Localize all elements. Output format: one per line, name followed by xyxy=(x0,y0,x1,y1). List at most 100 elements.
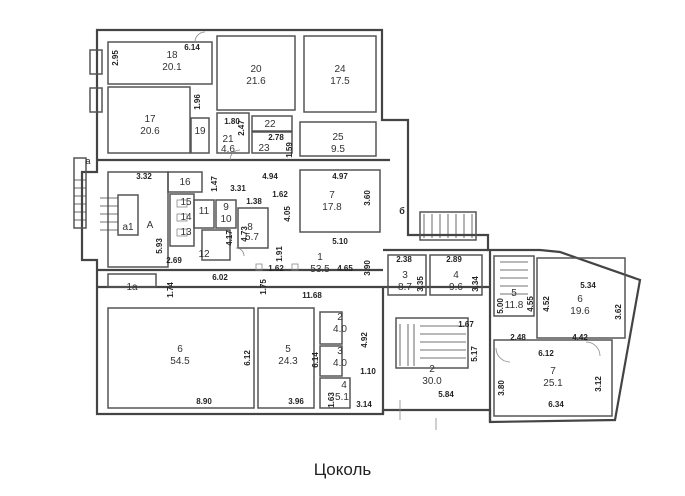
room-number: 2 xyxy=(337,312,343,323)
room-labels: 18 20.1 20 21.6 24 17.5 17 20.6 19 21 4.… xyxy=(122,50,590,403)
dimension-label: 4.55 xyxy=(526,296,535,312)
room-number: 19 xyxy=(194,126,206,137)
dimension-label: 2.89 xyxy=(446,255,462,264)
dimension-label: 3.34 xyxy=(471,276,480,292)
dimension-label: 1.80 xyxy=(224,117,240,126)
dimension-label: 1.74 xyxy=(166,282,175,298)
dimension-label: 3.14 xyxy=(356,400,372,409)
zone-label-a: a xyxy=(85,156,90,166)
dimension-label: 4.52 xyxy=(542,296,551,312)
dimension-label: 5.10 xyxy=(332,237,348,246)
room-number: 12 xyxy=(198,249,210,260)
dimension-label: 6.14 xyxy=(184,43,200,52)
dimension-label: 2.47 xyxy=(237,120,246,136)
room-number: 21 xyxy=(222,134,234,145)
dimension-label: 6.14 xyxy=(311,352,320,368)
dimension-label: 2.95 xyxy=(111,50,120,66)
dimension-label: 4.94 xyxy=(262,172,278,181)
room-number: 7 xyxy=(550,366,556,377)
stairs xyxy=(74,179,528,366)
dimension-label: 3.60 xyxy=(363,190,372,206)
dimension-label: 5.34 xyxy=(580,281,596,290)
room-number: 7 xyxy=(329,190,335,201)
room-area: 5.1 xyxy=(335,392,349,403)
room-area: 17.5 xyxy=(330,76,350,87)
dimension-label: 2.38 xyxy=(396,255,412,264)
dimension-label: 4.42 xyxy=(572,333,588,342)
dimension-label: 5.17 xyxy=(470,346,479,362)
room-area: 11.8 xyxy=(505,300,524,311)
room-number: a1 xyxy=(122,222,134,233)
room-number: A xyxy=(147,220,154,231)
room-number: 6 xyxy=(177,344,183,355)
room-area: 9.6 xyxy=(449,282,463,293)
dimension-label: 1.96 xyxy=(193,94,202,110)
dimension-label: 1.91 xyxy=(275,246,284,262)
outer-walls xyxy=(80,28,642,424)
room-area: 8.7 xyxy=(398,282,412,293)
room-number: 17 xyxy=(144,114,156,125)
room-number: 10 xyxy=(220,214,232,225)
room-number: 9 xyxy=(223,202,229,213)
dimension-label: 5.93 xyxy=(155,238,164,254)
dimension-label: 11.68 xyxy=(302,291,322,300)
room-area: 21.6 xyxy=(246,76,266,87)
room-area: 4.0 xyxy=(333,324,347,335)
dimension-label: 2.69 xyxy=(166,256,182,265)
room-area: 54.5 xyxy=(170,356,190,367)
dimension-label: 1.62 xyxy=(272,190,288,199)
room-area: 9.5 xyxy=(331,144,345,155)
room-number: 25 xyxy=(332,132,344,143)
zone-labels: a б xyxy=(85,156,405,216)
dimension-label: 2.48 xyxy=(510,333,526,342)
room-area: 19.6 xyxy=(570,306,590,317)
room-number: 16 xyxy=(179,177,191,188)
room-number: 14 xyxy=(180,212,192,223)
interior-walls xyxy=(73,35,626,417)
dimension-label: 3.32 xyxy=(136,172,152,181)
dimension-label: 4.17 xyxy=(225,230,234,246)
dimension-label: 5.00 xyxy=(496,298,505,314)
dimension-label: 1.59 xyxy=(285,142,294,158)
room-number: 1a xyxy=(126,282,138,293)
dimension-label: 1.75 xyxy=(259,279,268,295)
room-area: 24.3 xyxy=(278,356,298,367)
dimension-label: 1.63 xyxy=(327,392,336,408)
dimension-label: 6.02 xyxy=(212,273,228,282)
dimension-label: 3.31 xyxy=(230,184,246,193)
dimension-label: 4.65 xyxy=(337,264,353,273)
room-area: 5.7 xyxy=(245,232,259,243)
dimension-labels: 2.95 6.14 1.96 1.80 2.47 2.78 1.59 3.32 … xyxy=(111,43,623,409)
room-number: 20 xyxy=(250,64,262,75)
dimension-label: 4.97 xyxy=(332,172,348,181)
room-number: 11 xyxy=(199,206,210,217)
room-number: 24 xyxy=(334,64,346,75)
room-number: 15 xyxy=(180,197,192,208)
zone-label-b: б xyxy=(399,206,405,216)
room-number: 3 xyxy=(402,270,408,281)
room-number: 4 xyxy=(453,270,459,281)
room-number: 4 xyxy=(341,380,347,391)
room-number: 22 xyxy=(264,119,276,130)
dimension-label: 1.10 xyxy=(360,367,376,376)
dimension-label: 8.90 xyxy=(196,397,212,406)
dimension-label: 3.96 xyxy=(288,397,304,406)
dimension-label: 3.62 xyxy=(614,304,623,320)
dimension-label: 6.34 xyxy=(548,400,564,409)
dimension-label: 6.12 xyxy=(243,350,252,366)
dimension-label: 1.47 xyxy=(210,176,219,192)
room-number: 18 xyxy=(166,50,178,61)
dimension-label: 1.62 xyxy=(268,264,284,273)
door-marks xyxy=(176,31,601,430)
dimension-label: 4.92 xyxy=(360,332,369,348)
dimension-label: 3.12 xyxy=(594,376,603,392)
room-number: 6 xyxy=(577,294,583,305)
dimension-label: 4.05 xyxy=(283,206,292,222)
room-area: 20.6 xyxy=(140,126,160,137)
room-number: 13 xyxy=(180,227,192,238)
dimension-label: 5.84 xyxy=(438,390,454,399)
dimension-label: 3.35 xyxy=(416,276,425,292)
floor-caption: Цоколь xyxy=(313,460,372,479)
room-number: 2 xyxy=(429,364,435,375)
